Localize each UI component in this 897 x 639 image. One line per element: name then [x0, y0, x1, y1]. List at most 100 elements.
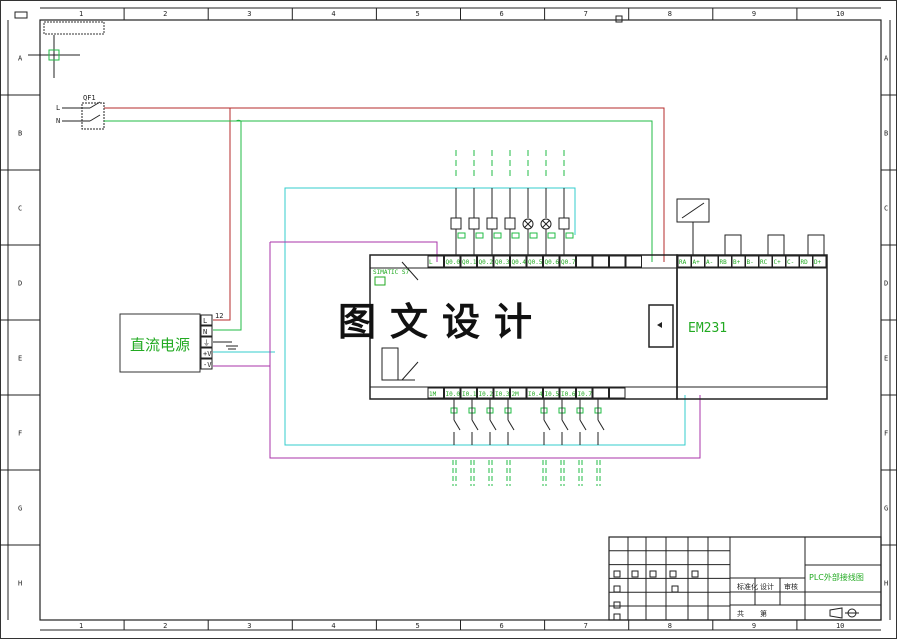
drawing-title: PLC外部接线图	[809, 572, 864, 582]
psu-terminal	[200, 314, 213, 326]
tb-cell-mark	[613, 601, 621, 609]
psu-terminal	[200, 358, 213, 370]
em231-terminal-label: RA	[679, 259, 687, 266]
plc-bottom-terminal	[576, 387, 593, 399]
row-letter-left: D	[18, 280, 22, 288]
plc-bottom-terminal-label: I0.4	[528, 391, 543, 398]
em231-terminal-label: A-	[706, 259, 713, 266]
plc-bottom-terminal-label: I0.2	[479, 391, 494, 398]
plc-bottom-terminal	[510, 387, 527, 399]
title-block: PLC外部接线图 标准化 设计 审核 共 第	[608, 536, 882, 621]
col-number-top: 6	[500, 10, 504, 18]
col-number-top: 3	[247, 10, 251, 18]
plc-top-terminal	[543, 255, 560, 268]
plc-bottom-terminal	[559, 387, 576, 399]
origin-stamp	[28, 21, 105, 78]
plc-bottom-terminal-label: I0.0	[446, 391, 461, 398]
relay-coil-icon	[558, 217, 570, 230]
plc-top-terminal-label: Q0.6	[545, 259, 560, 266]
psu-terminal	[200, 347, 213, 359]
col-number-top: 4	[331, 10, 335, 18]
plc-top-terminal	[477, 255, 494, 268]
col-number-bottom: 9	[752, 622, 756, 630]
row-letter-right: H	[884, 580, 888, 588]
plc-comm-port	[381, 347, 399, 381]
psu-terminal-label: ⏚	[203, 339, 210, 347]
tb-field-sheet-of: 第	[760, 609, 767, 618]
output-connector	[511, 232, 520, 239]
plc-bottom-terminal-label: I0.1	[462, 391, 477, 398]
tb-cell-mark	[669, 570, 677, 578]
em231-terminal-label: D+	[814, 259, 822, 266]
row-letter-left: C	[18, 205, 22, 213]
em231-terminal-label: B-	[747, 259, 754, 266]
plc-top-terminal	[460, 255, 477, 268]
power-supply-terminals: LN⏚+V-V	[200, 314, 213, 370]
col-number-bottom: 10	[836, 622, 844, 630]
plc-top-terminal	[493, 255, 510, 268]
tb-field-review: 审核	[784, 582, 798, 591]
row-letter-right: B	[884, 130, 888, 138]
relay-coil-icon	[450, 217, 462, 230]
tb-field-standard: 标准化	[737, 582, 758, 591]
plc-led-block	[374, 276, 386, 286]
plc-top-terminal-label: Q0.5	[528, 259, 543, 266]
em231-terminal-label: C+	[774, 259, 782, 266]
plc-bottom-terminal-label: I0.3	[495, 391, 510, 398]
row-letter-right: E	[884, 355, 888, 363]
plc-bottom-terminal	[460, 387, 477, 399]
switch-contact-icon	[561, 419, 569, 431]
breaker-qf1: QF1 L N	[56, 94, 105, 130]
plc-bottom-terminal	[493, 387, 510, 399]
row-letter-right: G	[884, 505, 888, 513]
row-letter-left: G	[18, 505, 22, 513]
switch-contact-icon	[597, 419, 605, 431]
power-supply-label: 直流电源	[130, 336, 190, 354]
row-letter-left: B	[18, 130, 22, 138]
psu-terminal	[200, 325, 213, 337]
plc-bottom-terminal-label: I0.7	[578, 391, 593, 398]
row-letter-right: C	[884, 205, 888, 213]
switch-contact-icon	[489, 419, 497, 431]
col-number-bottom: 8	[668, 622, 672, 630]
corner-mark	[14, 11, 28, 19]
relay-coil-icon	[504, 217, 516, 230]
col-number-bottom: 4	[331, 622, 335, 630]
col-number-top: 10	[836, 10, 844, 18]
row-letter-right: F	[884, 430, 888, 438]
em231-label: EM231	[688, 321, 727, 336]
em231-terminal-label: RC	[760, 259, 768, 266]
plc-top-terminal-label: Q0.7	[561, 259, 576, 266]
breaker-label: QF1	[83, 94, 96, 102]
col-number-bottom: 7	[584, 622, 588, 630]
psu-terminal-label: -V	[203, 361, 212, 369]
relay-coil-icon	[486, 217, 498, 230]
tb-field-design: 设计	[760, 582, 774, 591]
switch-contact-icon	[453, 419, 461, 431]
col-number-bottom: 1	[79, 622, 83, 630]
em231-terminal-label: A+	[693, 259, 701, 266]
plc-top-terminal	[576, 255, 593, 268]
plc-expansion-port	[648, 304, 674, 348]
col-number-bottom: 2	[163, 622, 167, 630]
em231-terminal	[812, 255, 827, 268]
tb-cell-mark	[649, 570, 657, 578]
tb-cell-mark	[613, 613, 621, 621]
output-connector	[547, 232, 556, 239]
tb-cell-mark	[613, 585, 621, 593]
col-number-top: 5	[415, 10, 419, 18]
title-block-grid	[609, 537, 730, 621]
switch-contact-icon	[579, 419, 587, 431]
em231-terminal-label: RD	[801, 259, 809, 266]
em231-terminal-label: B+	[733, 259, 741, 266]
plc-bottom-terminal-label: I0.5	[545, 391, 560, 398]
plc-top-terminal-label: L	[429, 259, 433, 266]
plc-top-terminal	[592, 255, 609, 268]
col-number-bottom: 3	[247, 622, 251, 630]
psu-terminal	[200, 336, 213, 348]
relay-coil-icon	[468, 217, 480, 230]
